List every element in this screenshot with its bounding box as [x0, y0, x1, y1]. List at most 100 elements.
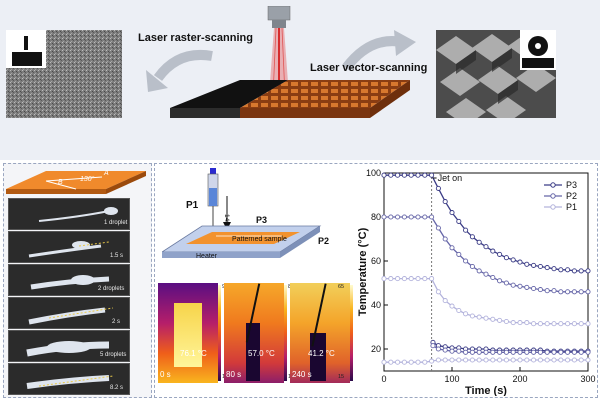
y-tick-label: 60 [371, 256, 381, 266]
data-point-P2 [388, 214, 394, 220]
data-point-P1 [551, 321, 557, 327]
data-point-P2-jet [456, 348, 462, 354]
data-point-P1 [571, 321, 577, 327]
data-point-P3 [381, 172, 387, 178]
data-point-P3 [558, 267, 564, 273]
legend-label-P3: P3 [566, 180, 577, 190]
data-point-P2 [544, 288, 550, 294]
droplet-photo [8, 330, 130, 362]
data-point-P2 [395, 214, 401, 220]
data-point-P1-jet [510, 357, 516, 363]
data-point-P1 [558, 321, 564, 327]
cooled-trail-region [310, 333, 326, 381]
sample-label-angle: 130° [80, 176, 95, 183]
droplet-shape [28, 241, 110, 258]
data-point-P1 [544, 321, 550, 327]
data-point-P1-jet [429, 358, 435, 364]
data-point-P2-jet [476, 349, 482, 355]
data-point-P3 [503, 255, 509, 261]
data-point-P2-jet [449, 348, 455, 354]
cooled-trail-region [246, 323, 260, 381]
data-point-P1-jet [401, 359, 407, 365]
legend-marker-P2 [550, 193, 556, 199]
data-point-P3 [510, 257, 516, 263]
data-point-P1 [503, 318, 509, 325]
data-point-P1 [585, 321, 591, 327]
data-point-P2 [456, 251, 462, 257]
data-point-P1-jet [571, 357, 577, 363]
thermal-time-80s: 80 s [226, 370, 242, 379]
data-point-P1-jet [476, 357, 482, 363]
series-line-P2 [384, 216, 588, 293]
data-point-P2-jet [430, 343, 436, 349]
data-point-P1-jet [422, 359, 428, 365]
data-point-P2-jet [503, 349, 509, 355]
droplet-photo [8, 363, 130, 395]
hot-sample-region [174, 303, 202, 367]
data-point-P2 [531, 285, 537, 292]
data-point-P2-jet [442, 347, 448, 353]
syringe-icon [207, 168, 219, 228]
photo-caption: 1.5 s [110, 253, 124, 259]
data-point-P2-jet [537, 349, 543, 355]
data-point-P1-jet [565, 357, 571, 363]
data-point-P2-jet [578, 349, 584, 355]
data-point-P2 [469, 263, 475, 270]
y-axis-label: Temperature (°C) [357, 227, 369, 316]
vector-scanning-label: Laser vector-scanning [310, 62, 428, 74]
data-point-P2 [429, 214, 435, 220]
p2-label: P2 [318, 236, 330, 246]
data-point-P2 [476, 268, 482, 274]
legend-label-P2: P2 [566, 191, 577, 201]
arrow-to-vector-icon [342, 30, 416, 72]
data-point-P1 [442, 298, 448, 304]
droplet-shape [30, 275, 110, 290]
data-point-P3 [524, 261, 530, 267]
data-point-P1-jet [415, 359, 421, 365]
data-point-P2-jet [517, 349, 523, 355]
data-point-P1 [476, 314, 482, 320]
x-tick-label: 0 [381, 374, 386, 384]
thermal-temp-80s: 57.0 °C [248, 349, 275, 358]
data-point-P1-jet [517, 357, 523, 363]
data-point-P1 [531, 321, 537, 327]
data-point-P2-jet [435, 346, 441, 352]
data-point-P1-jet [463, 357, 469, 363]
droplet-shape [38, 207, 118, 222]
data-point-P3 [442, 199, 448, 205]
thermal-image-80s [224, 283, 284, 383]
series-line-P3-jet [432, 341, 588, 352]
data-point-P1 [490, 316, 496, 322]
sem-image-vector [436, 30, 556, 118]
thermal-time-240s: 240 s [292, 370, 312, 379]
photo-caption: 2 droplets [98, 286, 125, 292]
data-point-P3 [585, 268, 591, 274]
data-point-P2 [442, 236, 448, 242]
data-point-P3 [578, 268, 584, 274]
data-point-P2-jet [510, 349, 516, 355]
data-point-P1 [483, 315, 489, 321]
data-point-P2-jet [524, 349, 530, 355]
data-point-P1-jet [456, 357, 462, 363]
data-point-P1 [449, 303, 455, 309]
data-point-P1 [497, 317, 503, 323]
heater-label: Heater [196, 253, 218, 260]
data-point-P1-jet [490, 357, 496, 363]
data-point-P3 [395, 172, 401, 178]
data-point-P1 [381, 276, 387, 282]
data-point-P2 [578, 289, 584, 295]
data-point-P3 [456, 218, 462, 224]
data-point-P1-jet [551, 357, 557, 363]
sem-texture-raster [6, 30, 122, 118]
data-point-P1 [565, 321, 571, 327]
data-point-P2 [558, 289, 564, 295]
p3-label: P3 [256, 215, 268, 225]
scale-max: 65 [338, 284, 345, 290]
jet-on-annotation: Jet on [438, 173, 463, 183]
data-point-P3 [469, 234, 475, 240]
data-point-P2 [497, 278, 503, 284]
data-point-P3 [401, 172, 407, 178]
data-point-P2 [585, 289, 591, 295]
